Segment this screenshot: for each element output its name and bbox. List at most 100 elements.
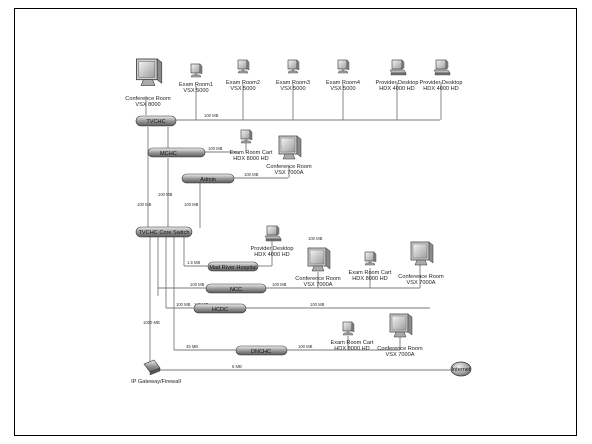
device-exam-room-4: Exam Room4 VSX 5000 [326, 59, 360, 92]
device-model: HDX 4000 HD [423, 86, 458, 92]
device-conference-room-5: Conference Room VSX 7000A [377, 313, 423, 358]
monitor-icon [136, 58, 163, 86]
hub-label: TVCHC Core Switch [139, 230, 190, 236]
device-label: Provider Desktop [420, 80, 463, 86]
speed-label: 100 MB [308, 236, 323, 241]
speed-label: 100 MB [204, 113, 219, 118]
hub-mad-river: Mad River Hospital [207, 261, 259, 272]
device-label: Conference Room [266, 164, 312, 170]
device-model: HDX 8000 HD [233, 156, 268, 162]
device-model: VSX 5000 [230, 86, 255, 92]
device-ip-gateway-firewall: IP Gateway/Firewall [131, 359, 181, 385]
internet-cloud: Internet [450, 361, 472, 377]
monitor-icon [237, 59, 250, 74]
device-label: Exam Room4 [326, 80, 360, 86]
hub-label: TVCHC [146, 119, 165, 125]
hub-hcdc: HCDC [193, 303, 247, 314]
monitor-icon [410, 241, 434, 266]
device-model: HDX 8000 HD [352, 276, 387, 282]
monitor-icon [342, 321, 355, 336]
device-conference-room-2: Conference Room VSX 7000A [266, 135, 312, 176]
desktop-icon [389, 59, 407, 76]
monitor-icon [364, 251, 377, 266]
speed-label: 100 MB [184, 202, 199, 207]
desktop-icon [433, 59, 451, 76]
globe-icon [450, 361, 472, 377]
device-provider-desktop-1: Provider Desktop HDX 4000 HD [376, 59, 419, 92]
hub-core-switch: TVCHC Core Switch [135, 226, 193, 238]
device-conference-room-4: Conference Room VSX 7000A [398, 241, 444, 286]
device-exam-room-cart-1: Exam Room Cart HDX 8000 HD [230, 129, 273, 162]
hub-label: MCHC [160, 151, 177, 157]
connection-lines [145, 82, 452, 371]
device-model: VSX 5000 [183, 88, 208, 94]
device-label: Exam Room Cart [331, 340, 374, 346]
hub-label: DNCHC [251, 349, 271, 355]
device-provider-desktop-2: Provider Desktop HDX 4000 HD [420, 59, 463, 92]
hub-label: NCC [230, 287, 242, 293]
hub-label: Admin [200, 177, 216, 183]
device-conference-room-top: Conference Room VSX 8000 [125, 58, 171, 108]
speed-label: 45 MB [186, 344, 198, 349]
hub-label: Mad River Hospital [209, 265, 256, 271]
device-model: VSX 5000 [280, 86, 305, 92]
device-conference-room-3: Conference Room VSX 7000A [295, 247, 341, 288]
monitor-icon [278, 135, 302, 160]
monitor-icon [337, 59, 350, 74]
monitor-icon [190, 63, 203, 78]
device-provider-desktop-3: Provider Desktop HDX 4000 HD [251, 225, 294, 258]
device-model: HDX 8000 HD [334, 346, 369, 352]
device-model: HDX 4000 HD [254, 252, 289, 258]
device-label: Conference Room [125, 96, 171, 102]
hub-admin: Admin [181, 173, 235, 184]
device-label: Provider Desktop [376, 80, 419, 86]
speed-label: 100 MB [298, 344, 313, 349]
device-exam-room-cart-3: Exam Room Cart HDX 8000 HD [331, 321, 374, 352]
device-exam-room-2: Exam Room2 VSX 5000 [226, 59, 260, 92]
device-label: Exam Room Cart [349, 270, 392, 276]
device-model: HDX 4000 HD [379, 86, 414, 92]
device-label: Conference Room [377, 346, 423, 352]
speed-label: 6 MB [232, 364, 242, 369]
desktop-icon [264, 225, 282, 242]
device-label: Provider Desktop [251, 246, 294, 252]
hub-label: HCDC [212, 307, 228, 313]
device-model: VSX 7000A [304, 282, 333, 288]
device-model: VSX 7000A [275, 170, 304, 176]
device-exam-room-cart-2: Exam Room Cart HDX 8000 HD [349, 251, 392, 282]
device-label: Exam Room2 [226, 80, 260, 86]
speed-label: 100 MB [244, 172, 259, 177]
speed-label: 1.5 MB [187, 260, 200, 265]
hub-dnchc: DNCHC [235, 345, 288, 356]
speed-label: 100 MB [137, 202, 152, 207]
hub-tvchc: TVCHC [135, 115, 177, 127]
device-label: Exam Room Cart [230, 150, 273, 156]
device-label: Exam Room1 [179, 82, 213, 88]
monitor-icon [307, 247, 331, 272]
internet-label: Internet [452, 367, 471, 373]
device-model: VSX 8000 [135, 102, 160, 108]
speed-label: 100 MB [272, 282, 287, 287]
device-model: VSX 7000A [386, 352, 415, 358]
device-model: VSX 5000 [330, 86, 355, 92]
speed-label: 100 MB [190, 282, 205, 287]
monitor-icon [389, 313, 413, 338]
speed-label: 1000 MB [143, 320, 160, 325]
speed-label: 100 MB [208, 146, 223, 151]
speed-label: 100 MB [176, 302, 191, 307]
slide-frame [14, 8, 577, 436]
speed-label: 100 MB [158, 192, 173, 197]
speed-label: 100 MB [310, 302, 325, 307]
device-exam-room-3: Exam Room3 VSX 5000 [276, 59, 310, 92]
device-label: Exam Room3 [276, 80, 310, 86]
device-label: Conference Room [295, 276, 341, 282]
device-label: Conference Room [398, 274, 444, 280]
hub-mchc: MCHC [147, 147, 206, 158]
device-model: VSX 7000A [407, 280, 436, 286]
device-exam-room-1: Exam Room1 VSX 5000 [179, 63, 213, 94]
monitor-icon [240, 129, 253, 144]
device-label: IP Gateway/Firewall [131, 379, 181, 385]
hub-ncc: NCC [205, 283, 267, 294]
firewall-icon [143, 359, 161, 376]
